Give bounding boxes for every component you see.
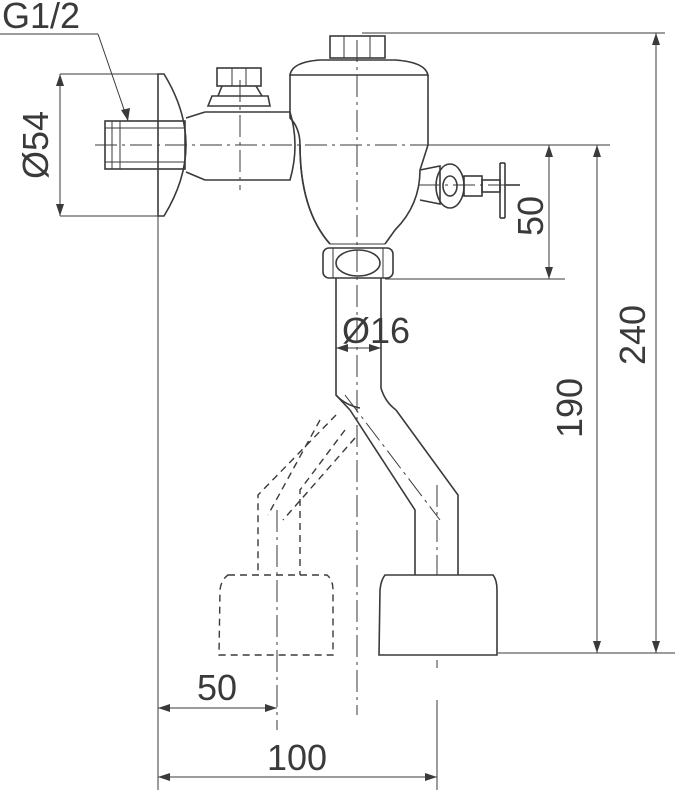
dimension-lines: [0, 33, 660, 781]
outlet-pipe: [322, 247, 459, 575]
pipe-diameter-label: Ø16: [342, 310, 410, 351]
dimension-100-label: 100: [267, 737, 327, 778]
pedal-alternate-dashed: [218, 414, 356, 656]
center-lines: [95, 40, 520, 730]
valve-body: [289, 35, 430, 245]
thread-label: G1/2: [2, 0, 80, 36]
flange-diameter-label: Ø54: [15, 111, 56, 179]
dimension-50-horizontal-label: 50: [197, 667, 237, 708]
extension-lines: [60, 32, 675, 790]
dimension-240-label: 240: [612, 305, 653, 365]
pedal-solid: [378, 574, 498, 656]
actuator: [419, 162, 520, 219]
dimension-190-label: 190: [549, 378, 590, 438]
dimension-50-vertical-label: 50: [510, 196, 551, 236]
stop-valve: [206, 67, 271, 107]
